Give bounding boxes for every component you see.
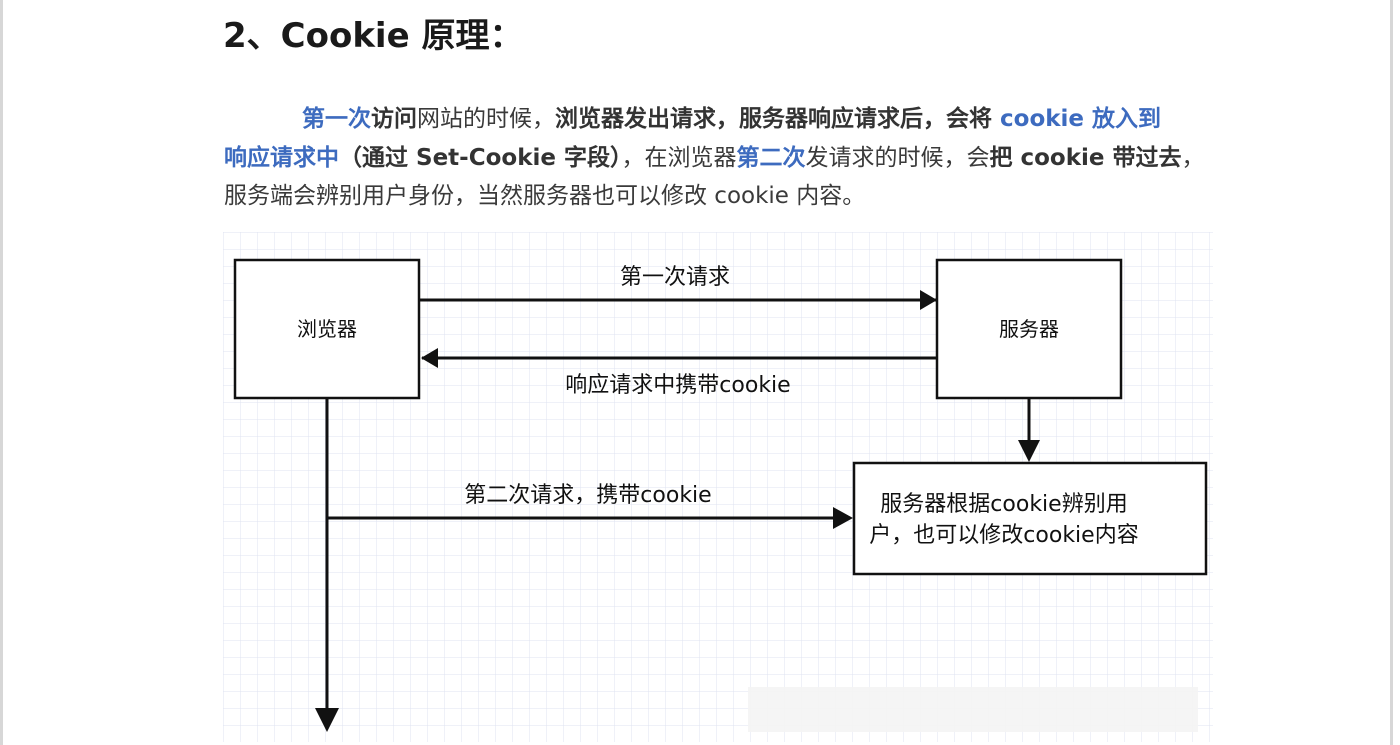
response-label: 响应请求中携带cookie bbox=[565, 373, 790, 398]
page-left-border bbox=[0, 0, 3, 745]
watermark-blur bbox=[748, 687, 1198, 732]
text-run: 服务端会辨别用户身份，当然服务器也可以修改 cookie 内容。 bbox=[224, 183, 866, 209]
page-right-border bbox=[1390, 0, 1393, 745]
response-arrowhead bbox=[421, 348, 438, 368]
identify-label-line-2: 户，也可以修改cookie内容 bbox=[869, 523, 1138, 548]
server-down-arrowhead bbox=[1018, 440, 1040, 462]
first-request-label: 第一次请求 bbox=[620, 265, 730, 290]
explanation-paragraph: 第一次访问网站的时候，浏览器发出请求，服务器响应请求后，会将 cookie 放入… bbox=[224, 100, 1254, 216]
text-run: cookie 放入到 bbox=[1000, 106, 1162, 132]
text-run: ，在浏览器 bbox=[621, 144, 737, 171]
identify-box bbox=[852, 461, 1208, 576]
server-label: 服务器 bbox=[999, 317, 1059, 341]
paragraph-line-2: 响应请求中（通过 Set-Cookie 字段），在浏览器第二次发请求的时候，会把… bbox=[224, 139, 1254, 178]
text-run: 浏览器发出请求，服务器响应请求后，会将 bbox=[555, 106, 1001, 132]
browser-lifeline-arrowhead bbox=[315, 708, 339, 732]
text-run: 第二次 bbox=[736, 144, 806, 171]
paragraph-line-1: 第一次访问网站的时候，浏览器发出请求，服务器响应请求后，会将 cookie 放入… bbox=[224, 100, 1254, 139]
text-run: 发请求的时候，会 bbox=[805, 144, 990, 171]
text-run: 第一次 bbox=[302, 106, 371, 132]
server-box bbox=[935, 258, 1123, 400]
text-run: 把 cookie 带过去 bbox=[989, 144, 1182, 171]
browser-label: 浏览器 bbox=[297, 317, 357, 341]
cookie-flow-diagram: 浏览器 服务器 第一次请求 响应请求中携带cookie 服务器根据cookie辨… bbox=[223, 232, 1213, 742]
text-run: （通过 Set-Cookie 字段） bbox=[339, 144, 622, 171]
text-run: 访问 bbox=[371, 106, 417, 132]
text-run: 网站的时候， bbox=[417, 106, 555, 132]
text-run: 响应请求中 bbox=[224, 144, 339, 171]
identify-label-line-1: 服务器根据cookie辨别用 bbox=[880, 492, 1127, 517]
paragraph-line-3: 服务端会辨别用户身份，当然服务器也可以修改 cookie 内容。 bbox=[224, 177, 1254, 216]
second-request-arrowhead bbox=[833, 507, 853, 529]
first-request-arrowhead bbox=[920, 290, 937, 310]
second-request-label: 第二次请求，携带cookie bbox=[464, 483, 711, 508]
browser-box bbox=[233, 258, 421, 400]
text-run: ， bbox=[1181, 144, 1205, 171]
diagram-canvas: 浏览器 服务器 第一次请求 响应请求中携带cookie 服务器根据cookie辨… bbox=[223, 232, 1213, 742]
section-heading: 2、Cookie 原理： bbox=[223, 16, 524, 56]
